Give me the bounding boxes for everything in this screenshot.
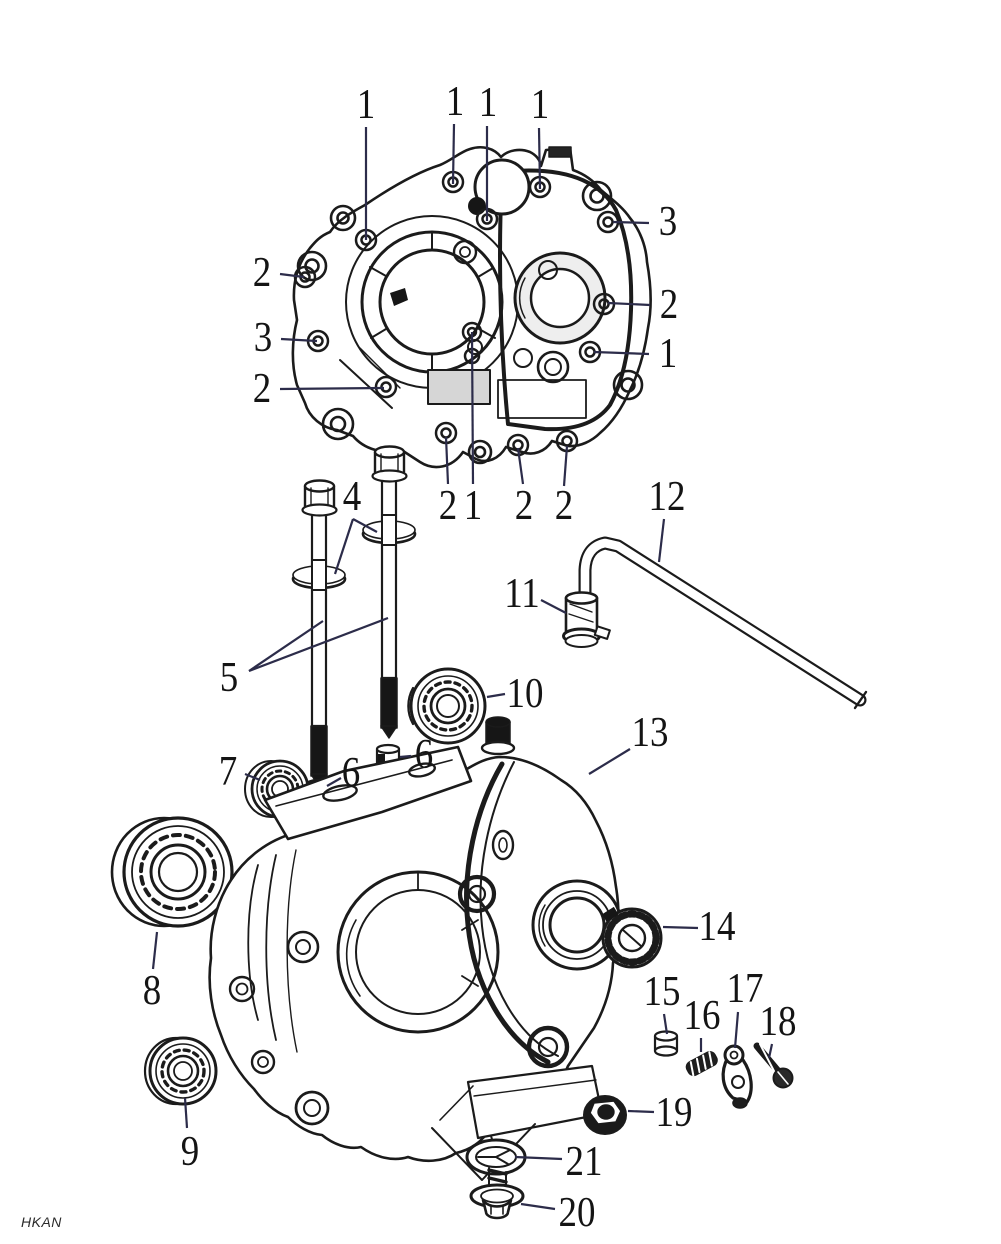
- leader-p5-1: [248, 616, 389, 673]
- leader-p10: [486, 692, 506, 699]
- leader-p6r: [399, 754, 412, 759]
- arm-17-drawing: [721, 1044, 753, 1109]
- leader-u1b: [451, 123, 456, 185]
- leader-p8: [151, 931, 159, 970]
- leader-p7: [244, 772, 261, 782]
- bearing-8-drawing: [110, 816, 234, 928]
- leader-u2l: [279, 272, 305, 279]
- leader-p4-1: [352, 518, 378, 533]
- stud-bolts-drawing: [291, 445, 417, 788]
- leader-u3l: [280, 337, 318, 343]
- leader-p11: [540, 599, 567, 614]
- leader-u3r: [612, 220, 650, 225]
- leader-u2r: [607, 301, 651, 307]
- leader-p4: [333, 518, 355, 575]
- leader-u1r: [593, 350, 650, 356]
- leader-p9: [183, 1097, 189, 1129]
- leader-u2b1: [444, 436, 450, 485]
- leader-p13: [588, 748, 631, 775]
- leader-u2b3: [562, 445, 569, 487]
- screw-20-drawing: [469, 1167, 525, 1220]
- cap-14-drawing: [601, 906, 663, 969]
- leader-p20: [520, 1202, 556, 1211]
- leader-p21: [514, 1155, 563, 1161]
- leader-u2lb: [279, 386, 385, 391]
- leader-p12: [657, 518, 666, 563]
- lower-crankcase-drawing: [208, 716, 623, 1181]
- leader-p14: [662, 925, 699, 930]
- bearing-10-drawing: [407, 667, 487, 745]
- nut-19-drawing: [583, 1095, 627, 1135]
- oil-pipe-drawing: [578, 536, 868, 710]
- bolt-18-drawing: [753, 1042, 794, 1089]
- watermark-text: HKAN: [21, 1214, 62, 1230]
- leader-p18: [767, 1043, 774, 1059]
- bearing-9-drawing: [143, 1036, 218, 1106]
- leader-u1d: [537, 127, 542, 190]
- leader-u2b2: [516, 447, 525, 485]
- leader-p19: [627, 1109, 655, 1114]
- leader-u1bb: [470, 331, 475, 485]
- leader-p17: [733, 1011, 740, 1049]
- spring-16-drawing: [685, 1051, 718, 1077]
- leader-p5: [248, 620, 324, 672]
- leader-p6l: [326, 777, 342, 787]
- pipe-clamp-drawing: [562, 591, 611, 648]
- leader-p15: [662, 1013, 669, 1035]
- dowel-15-drawing: [653, 1030, 679, 1057]
